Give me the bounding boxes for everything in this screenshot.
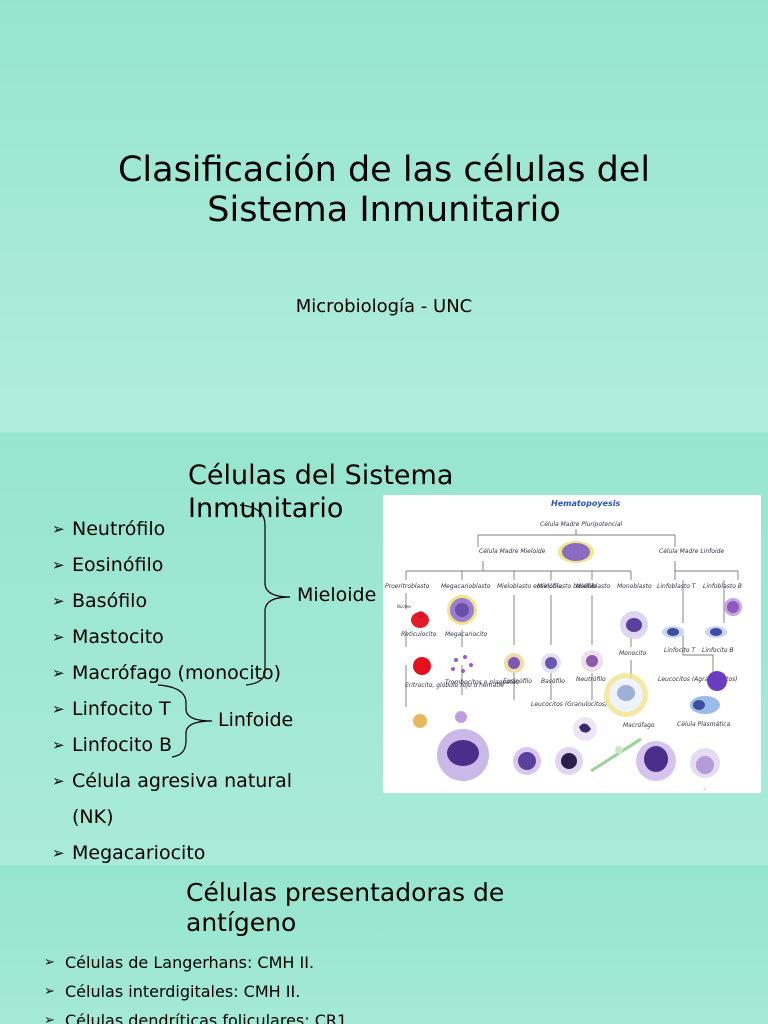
diagram-label: Eosinófilo <box>503 678 532 685</box>
diagram-label: Núcleo <box>397 604 411 609</box>
hematopoiesis-diagram: Hematopoyesis Célula Madre Pluripotencia… <box>383 495 761 793</box>
diagram-connectors <box>405 529 739 707</box>
list-item: ➢ Célula agresiva natural <box>52 763 292 799</box>
diagram-label: Proeritroblasto <box>385 583 430 590</box>
slide-title: Clasificación de las células del Sistema… <box>0 150 768 230</box>
arrow-bullet-icon: ➢ <box>52 772 65 790</box>
list-item-text: Linfocito B <box>72 734 173 756</box>
diagram-label: Monoblasto <box>617 583 652 590</box>
diagram-label: Neutrófilo <box>576 676 606 683</box>
list-item-text: Células de Langerhans: CMH II. <box>65 953 315 972</box>
list-item: ➢ Células dendríticas foliculares: CR1. <box>44 1006 352 1024</box>
list-item-text: Células dendríticas foliculares: CR1. <box>65 1011 353 1024</box>
lymphoid-label: Linfoide <box>218 709 294 731</box>
slide-title-line-2: Sistema Inmunitario <box>207 190 561 230</box>
platelets <box>451 655 473 673</box>
list-item: ➢ Megacariocito <box>52 835 292 865</box>
list-item: ➢ Linfocito T <box>52 691 292 727</box>
hematopoiesis-figure: Hematopoyesis Célula Madre Pluripotencia… <box>385 499 742 792</box>
diagram-label: Mieloblasto <box>576 583 611 590</box>
slide-title-line-2: Inmunitario <box>188 493 344 524</box>
diagram-label: Monocito <box>619 650 647 657</box>
arrow-bullet-icon: ➢ <box>52 520 65 538</box>
arrow-bullet-icon: ➢ <box>52 844 65 862</box>
diagram-title: Hematopoyesis <box>551 499 621 508</box>
list-item-text: Células interdigitales: CMH II. <box>65 982 301 1001</box>
diagram-label: Célula Madre Mieloide <box>479 548 546 555</box>
rbc-small <box>413 714 427 728</box>
title-slide: Clasificación de las células del Sistema… <box>0 0 768 432</box>
list-item: ➢ Neutrófilo <box>52 511 292 547</box>
diagram-label: Megacariocito <box>445 631 487 638</box>
diagram-label: Leucocitos (Granulocitos) <box>531 701 607 708</box>
lymphoid-brace <box>157 684 213 758</box>
arrow-bullet-icon: ➢ <box>44 984 55 999</box>
diagram-label: Mieloblasto eosinófilo <box>497 583 562 590</box>
list-item-text: Neutrófilo <box>72 518 166 540</box>
list-item-text: Eosinófilo <box>72 554 164 576</box>
antigen-presenting-slide: Células presentadoras de antígeno ➢ Célul… <box>0 866 768 1024</box>
slide-title-line-1: Células del Sistema <box>188 460 454 491</box>
list-item-text: Basófilo <box>72 590 148 612</box>
diagram-label: Célula Madre Pluripotencial <box>540 521 623 528</box>
arrow-bullet-icon: ➢ <box>52 592 65 610</box>
diagram-label: Linfocito B <box>702 647 734 654</box>
diagram-label: Linfocito T <box>664 647 696 654</box>
arrow-bullet-icon: ➢ <box>52 700 65 718</box>
group-braces <box>157 504 291 758</box>
apc-list: ➢ Células de Langerhans: CMH II. ➢ Células… <box>44 948 352 1024</box>
cell-list: ➢ Neutrófilo ➢ Eosinófilo ➢ Basófilo ➢ Masto… <box>52 511 292 865</box>
diagram-label: Basófilo <box>541 678 565 685</box>
list-item-continuation: (NK) <box>52 799 292 835</box>
immune-cells-slide: Células del Sistema Inmunitario ➢ Neutróf… <box>0 433 768 865</box>
erythrocyte <box>413 657 431 675</box>
list-item: ➢ Basófilo <box>52 583 292 619</box>
slide-title: Células del Sistema Inmunitario <box>188 459 453 525</box>
slide-title-line-1: Células presentadoras de <box>186 878 505 907</box>
list-item: ➢ Células interdigitales: CMH II. <box>44 977 352 1006</box>
list-item-text: (NK) <box>72 806 114 828</box>
slide-subtitle: Microbiología - UNC <box>295 296 473 317</box>
list-item-text: Linfocito T <box>72 698 171 720</box>
slide-title: Células presentadoras de antígeno <box>186 878 504 938</box>
svg-text:•: • <box>703 787 705 792</box>
arrow-bullet-icon: ➢ <box>44 955 55 970</box>
slide-title-line-2: antígeno <box>186 908 297 937</box>
arrow-bullet-icon: ➢ <box>52 556 65 574</box>
myeloid-label: Mieloide <box>297 584 377 606</box>
slide-title-line-1: Clasificación de las células del <box>117 150 651 190</box>
diagram-label: Mieloblasto basófilo <box>537 583 597 590</box>
list-item: ➢ Mastocito <box>52 619 292 655</box>
list-item: ➢ Linfocito B <box>52 727 292 763</box>
arrow-bullet-icon: ➢ <box>52 736 65 754</box>
diagram-label: Linfoblasto T <box>657 583 697 590</box>
diagram-label: Célula Plasmática <box>677 721 731 728</box>
arrow-bullet-icon: ➢ <box>52 664 65 682</box>
stem-cell <box>562 543 590 561</box>
diagram-label: Reticulocito <box>401 631 437 638</box>
list-item-text: Macrófago (monocito) <box>72 662 281 684</box>
diagram-label: Trombocitos o plaquetas <box>445 679 519 686</box>
diagram-label: Macrófago <box>623 722 655 729</box>
diagram-label: Célula Madre Linfoide <box>659 548 724 555</box>
arrow-bullet-icon: ➢ <box>44 1013 55 1024</box>
diagram-label: Megacarioblasto <box>441 583 491 590</box>
diagram-label: Linfoblasto B <box>703 583 742 590</box>
list-item-text: Megacariocito <box>72 842 206 864</box>
list-item: ➢ Macrófago (monocito) <box>52 655 292 691</box>
list-item: ➢ Eosinófilo <box>52 547 292 583</box>
diagram-label: Eritrocito, glóbulo rojo o hematíe <box>405 682 504 689</box>
list-item-text: Mastocito <box>72 626 164 648</box>
myeloid-brace <box>239 504 291 686</box>
diagram-label: Leucocitos (Agranulocitos) <box>658 676 738 683</box>
list-item-text: Célula agresiva natural <box>72 770 293 792</box>
list-item: ➢ Células de Langerhans: CMH II. <box>44 948 352 977</box>
arrow-bullet-icon: ➢ <box>52 628 65 646</box>
